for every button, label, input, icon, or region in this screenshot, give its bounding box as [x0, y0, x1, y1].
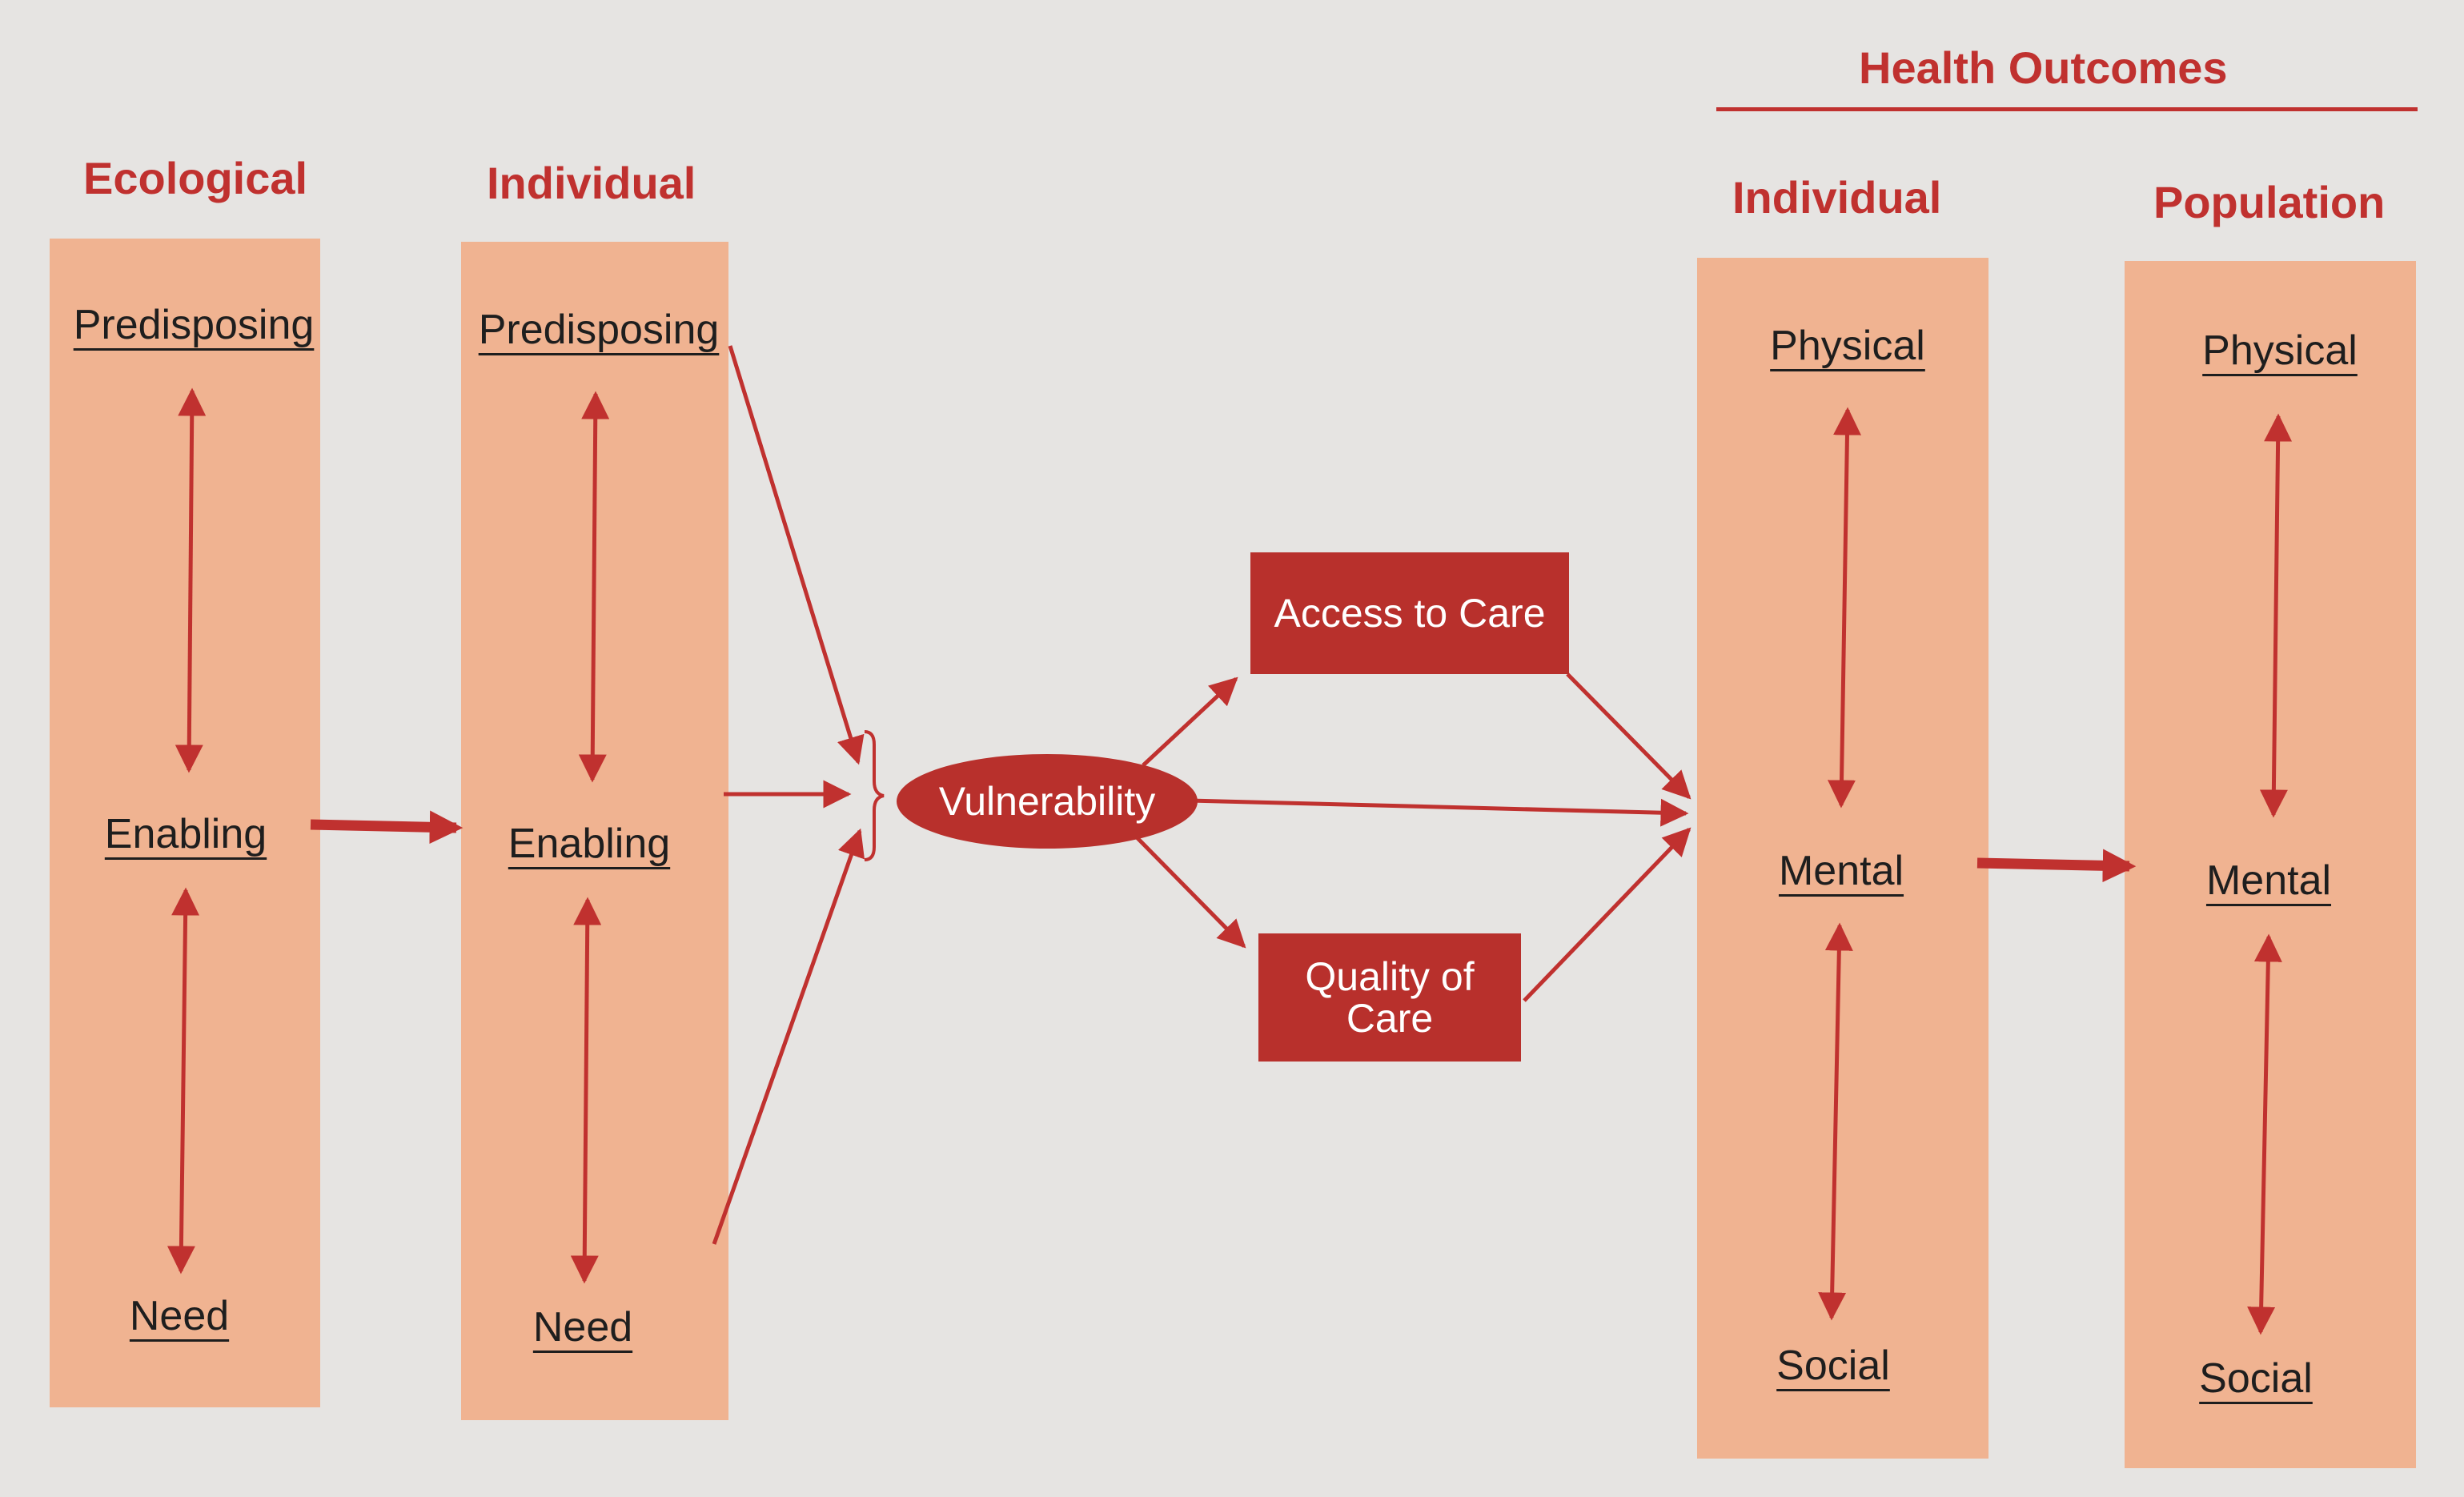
individual-need-label: Need: [532, 1304, 633, 1351]
predisposing-to-vulnerability-arrow: [728, 345, 865, 765]
ecological-predisposing-label: Predisposing: [73, 302, 315, 348]
access-to-care-box: Access to Care: [1250, 552, 1569, 674]
out-ind-lower-double-arrow: [1818, 922, 1853, 1321]
pop-upper-double-arrow: [2259, 413, 2293, 818]
ind-upper-double-arrow: [578, 391, 610, 783]
quality-of-care-line-2: Care: [1346, 996, 1434, 1041]
pop-lower-double-arrow: [2247, 933, 2282, 1335]
vulnerability-node: Vulnerability: [897, 754, 1198, 849]
individual-determinants-heading: Individual: [487, 158, 696, 208]
quality-to-outcomes-arrow: [1523, 827, 1691, 1002]
health-outcomes-heading: Health Outcomes: [1859, 42, 2228, 93]
access-to-outcomes-arrow: [1566, 672, 1691, 800]
individual-social-label: Social: [1776, 1342, 1890, 1389]
eco-upper-double-arrow: [175, 387, 207, 773]
ecological-to-individual-bold-arrow: [310, 810, 464, 845]
need-to-vulnerability-arrow: [712, 828, 865, 1245]
population-mental-label: Mental: [2205, 857, 2332, 904]
health-outcomes-rule: [1716, 107, 2418, 111]
out-ind-upper-double-arrow: [1828, 407, 1861, 809]
population-physical-label: Physical: [2202, 327, 2358, 374]
quality-of-care-line-1: Quality of: [1305, 953, 1475, 999]
ecological-heading: Ecological: [83, 153, 308, 203]
individual-physical-label: Physical: [1770, 323, 1925, 369]
eco-lower-double-arrow: [167, 887, 200, 1274]
ecological-enabling-label: Enabling: [104, 811, 267, 857]
individual-predisposing-label: Predisposing: [478, 307, 720, 353]
population-outcomes-heading: Population: [2153, 177, 2386, 227]
ecological-need-label: Need: [129, 1293, 230, 1339]
population-social-label: Social: [2199, 1355, 2313, 1402]
individual-outcomes-heading: Individual: [1732, 172, 1942, 223]
vulnerability-to-access-arrow: [1142, 676, 1238, 767]
vulnerability-to-quality-arrow: [1135, 836, 1246, 949]
individual-to-population-bold-arrow: [1976, 849, 2137, 883]
individual-enabling-label: Enabling: [508, 821, 671, 867]
quality-of-care-box: Quality of Care: [1258, 933, 1521, 1062]
individual-mental-label: Mental: [1778, 848, 1904, 894]
vulnerability-to-outcomes-arrow: [1189, 798, 1689, 827]
vulnerability-brace: [864, 730, 885, 861]
ind-lower-double-arrow: [570, 897, 602, 1284]
